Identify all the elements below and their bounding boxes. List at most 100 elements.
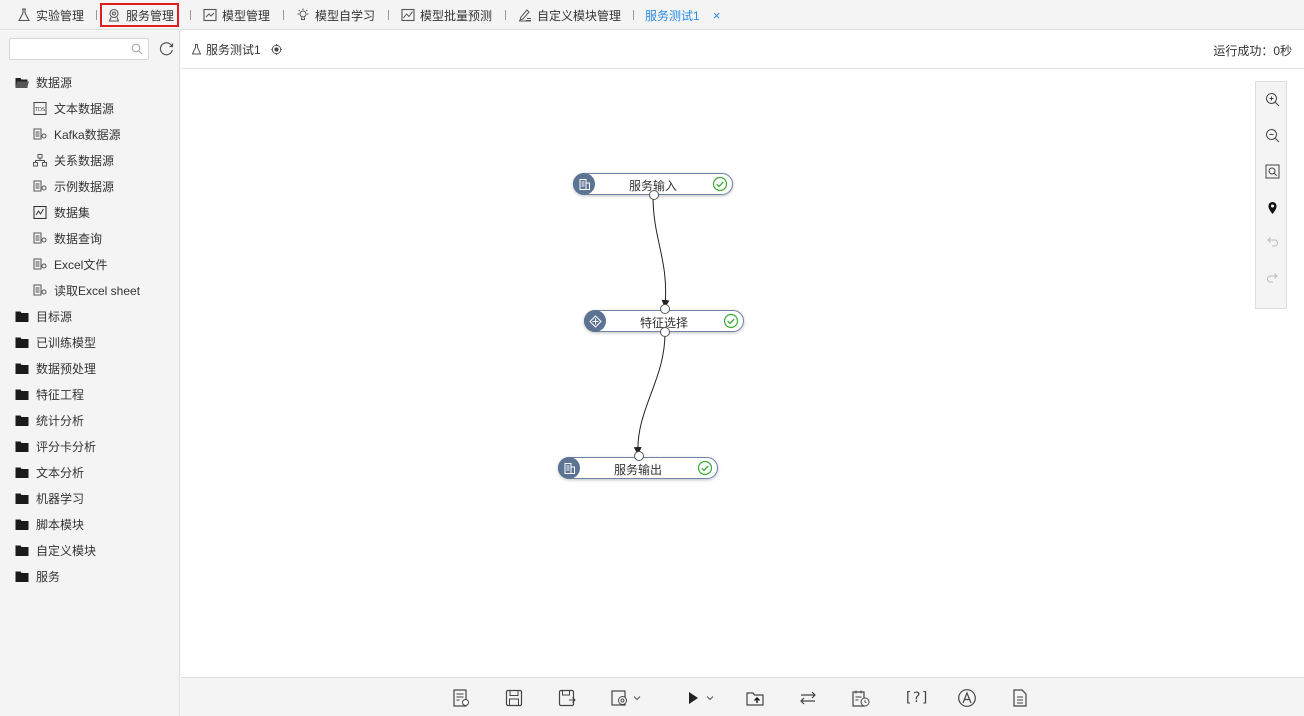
- flow-title: 服务测试1: [206, 43, 261, 57]
- folder-icon: [15, 544, 29, 557]
- tab-experiment-management[interactable]: 实验管理: [17, 4, 84, 26]
- tree-label: 读取Excel sheet: [54, 283, 141, 298]
- tree-folder[interactable]: 自定义模块: [0, 537, 180, 563]
- module-search-box[interactable]: [9, 38, 149, 60]
- save-button[interactable]: [504, 687, 524, 709]
- output-port[interactable]: [660, 327, 670, 337]
- folder-icon: [15, 336, 29, 349]
- tree-label: 关系数据源: [54, 153, 115, 168]
- tree-label: 脚本模块: [36, 517, 85, 532]
- tree-item[interactable]: 示例数据源: [0, 173, 180, 199]
- datasource-icon: [33, 284, 47, 297]
- input-port[interactable]: [634, 451, 644, 461]
- flask-icon: [18, 8, 30, 22]
- tree-folder[interactable]: 评分卡分析: [0, 433, 180, 459]
- tree-label: 示例数据源: [54, 179, 115, 194]
- tree-folder[interactable]: 数据源: [0, 69, 180, 95]
- lightbulb-icon: [297, 8, 309, 20]
- zoom-out-button[interactable]: [1263, 126, 1281, 144]
- tree-item[interactable]: Kafka数据源: [0, 121, 180, 147]
- folder-icon: [15, 362, 29, 375]
- output-port[interactable]: [649, 190, 659, 200]
- switch-button[interactable]: [798, 687, 818, 709]
- table-icon: [558, 457, 580, 479]
- help-button[interactable]: [?]: [904, 687, 929, 709]
- refresh-icon[interactable]: [158, 40, 175, 57]
- tree-item[interactable]: 读取Excel sheet: [0, 277, 180, 303]
- tab-model-batch-prediction[interactable]: 模型批量预测: [401, 4, 492, 26]
- input-port[interactable]: [660, 304, 670, 314]
- tree-folder[interactable]: 机器学习: [0, 485, 180, 511]
- close-tab-icon[interactable]: ×: [712, 7, 721, 23]
- tree-item[interactable]: Excel文件: [0, 251, 180, 277]
- annotation-button[interactable]: [957, 687, 977, 709]
- top-tab-bar: 实验管理 服务管理 模型管理 模型自学习 模型批量预测 自定义模块管理 服务测试…: [0, 0, 1304, 30]
- save-as-button[interactable]: [557, 687, 577, 709]
- redo-icon: [1266, 272, 1278, 282]
- zoom-in-button[interactable]: [1263, 90, 1281, 108]
- service-icon: [108, 8, 120, 22]
- settings-icon: [611, 690, 627, 706]
- properties-icon: [453, 689, 469, 707]
- node-label: 服务输入: [628, 179, 677, 193]
- tree-label: 服务: [36, 569, 61, 584]
- search-icon[interactable]: [131, 43, 143, 55]
- schedule-button[interactable]: [851, 687, 871, 709]
- text-datasource-icon: TDS: [33, 101, 47, 115]
- tree-folder[interactable]: 数据预处理: [0, 355, 180, 381]
- tab-label: 自定义模块管理: [537, 8, 622, 23]
- tree-folder[interactable]: 统计分析: [0, 407, 180, 433]
- tree-folder[interactable]: 目标源: [0, 303, 180, 329]
- feature-icon: [584, 310, 606, 332]
- tab-service-test-1[interactable]: 服务测试1 ×: [645, 4, 720, 26]
- zoom-out-icon: [1265, 128, 1279, 142]
- tree-item[interactable]: 数据查询: [0, 225, 180, 251]
- tree-label: Kafka数据源: [54, 127, 121, 142]
- tree-item[interactable]: 关系数据源: [0, 147, 180, 173]
- tree-label: Excel文件: [54, 257, 108, 272]
- schedule-icon: [852, 690, 870, 707]
- redo-button[interactable]: [1263, 268, 1281, 286]
- tree-folder[interactable]: 脚本模块: [0, 511, 180, 537]
- flow-canvas[interactable]: 服务输入 特征选择 服务输出: [181, 70, 1304, 677]
- tree-folder[interactable]: 服务: [0, 563, 180, 589]
- target-icon[interactable]: [270, 44, 282, 55]
- success-check-icon: [697, 460, 713, 476]
- locate-button[interactable]: [1263, 198, 1281, 216]
- settings-dropdown[interactable]: [610, 687, 641, 709]
- fit-view-button[interactable]: [1263, 162, 1281, 180]
- tree-folder[interactable]: 特征工程: [0, 381, 180, 407]
- tree-label: 文本分析: [36, 465, 85, 480]
- folder-icon: [15, 388, 29, 401]
- undo-button[interactable]: [1263, 232, 1281, 250]
- tree-item[interactable]: 数据集: [0, 199, 180, 225]
- switch-icon: [800, 691, 816, 705]
- tab-label: 模型自学习: [315, 8, 376, 23]
- tab-separator: [283, 10, 284, 20]
- tree-folder[interactable]: 已训练模型: [0, 329, 180, 355]
- tab-model-management[interactable]: 模型管理: [203, 4, 270, 26]
- search-input[interactable]: [10, 39, 120, 59]
- tree-folder[interactable]: 文本分析: [0, 459, 180, 485]
- bottom-toolbar: [?]: [181, 677, 1304, 716]
- properties-button[interactable]: [451, 687, 471, 709]
- datasource-icon: [33, 258, 47, 271]
- tab-custom-module-management[interactable]: 自定义模块管理: [518, 4, 621, 26]
- save-as-icon: [558, 689, 576, 707]
- dataset-icon: [33, 205, 47, 219]
- zoom-in-icon: [1265, 92, 1279, 106]
- run-dropdown[interactable]: [683, 687, 714, 709]
- svg-text:TDS: TDS: [34, 107, 45, 113]
- tab-model-self-learning[interactable]: 模型自学习: [296, 4, 375, 26]
- tab-service-management[interactable]: 服务管理: [100, 3, 180, 27]
- success-check-icon: [723, 313, 739, 329]
- flow-node-service-input[interactable]: 服务输入: [573, 173, 733, 195]
- table-icon: [573, 173, 595, 195]
- tree-label: 统计分析: [36, 413, 85, 428]
- document-button[interactable]: [1010, 687, 1030, 709]
- folder-icon: [15, 518, 29, 531]
- undo-icon: [1266, 236, 1278, 246]
- publish-button[interactable]: [745, 687, 765, 709]
